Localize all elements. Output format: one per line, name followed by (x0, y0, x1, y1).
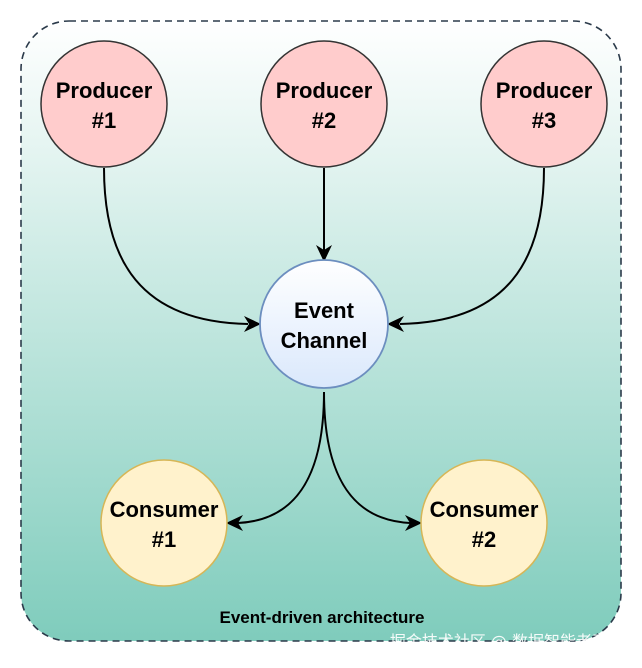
producer-1-label-line2: #1 (92, 108, 116, 133)
edge-producer1-to-channel (103, 167, 249, 325)
consumer-1-label-line1: Consumer (110, 497, 219, 522)
producer-3-label-line1: Producer (496, 78, 593, 103)
arrowhead-channel-consumer2 (405, 515, 422, 531)
consumer-1-label-line2: #1 (152, 527, 176, 552)
producer-3-circle (480, 40, 608, 168)
watermark-text: 掘金技术社区 @ 数据智能老司机 (390, 632, 624, 651)
event-channel-circle (259, 259, 389, 389)
arrowhead-producer3-channel (387, 316, 404, 332)
event-channel-label-line2: Channel (281, 328, 368, 353)
edges (103, 167, 545, 524)
producer-2-node: Producer #2 (260, 40, 388, 168)
consumer-1-circle (100, 459, 228, 587)
arrowheads (226, 245, 422, 531)
arrowhead-producer1-channel (244, 316, 261, 332)
edge-channel-to-consumer1 (237, 391, 325, 524)
consumer-2-circle (420, 459, 548, 587)
edge-producer3-to-channel (399, 167, 545, 325)
producer-2-label-line1: Producer (276, 78, 373, 103)
arrowhead-channel-consumer1 (226, 515, 243, 531)
consumer-1-node: Consumer #1 (100, 459, 228, 587)
producer-1-label-line1: Producer (56, 78, 153, 103)
producer-3-label-line2: #3 (532, 108, 556, 133)
edge-channel-to-consumer2 (323, 391, 411, 524)
consumer-2-node: Consumer #2 (420, 459, 548, 587)
producer-1-circle (40, 40, 168, 168)
producer-2-circle (260, 40, 388, 168)
arrowhead-producer2-channel (316, 245, 332, 262)
event-channel-node: Event Channel (259, 259, 389, 389)
producer-3-node: Producer #3 (480, 40, 608, 168)
consumer-2-label-line1: Consumer (430, 497, 539, 522)
diagram-caption: Event-driven architecture (219, 608, 424, 627)
producer-2-label-line2: #2 (312, 108, 336, 133)
event-channel-label-line1: Event (294, 298, 355, 323)
consumer-2-label-line2: #2 (472, 527, 496, 552)
producer-1-node: Producer #1 (40, 40, 168, 168)
